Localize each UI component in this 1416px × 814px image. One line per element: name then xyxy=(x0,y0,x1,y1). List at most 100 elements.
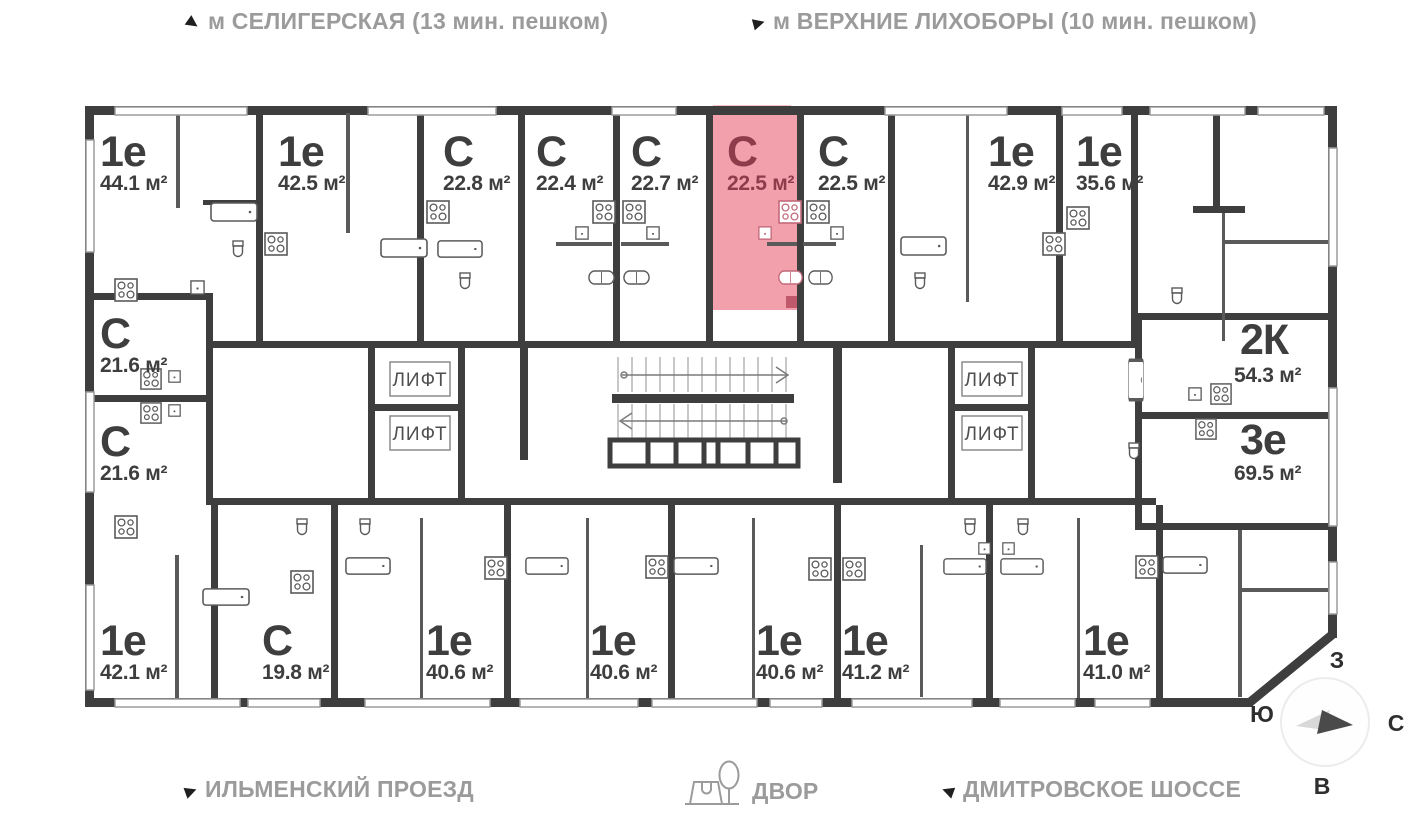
svg-text:22.8 м²: 22.8 м² xyxy=(443,172,510,195)
svg-text:С: С xyxy=(100,418,130,466)
svg-text:41.2 м²: 41.2 м² xyxy=(842,661,909,684)
elevator-shaft-right: ЛИФТ ЛИФТ xyxy=(948,348,1035,498)
street-label-right: ◀ ДМИТРОВСКОЕ ШОССЕ xyxy=(940,776,1241,803)
bathtub-icon xyxy=(380,238,428,258)
svg-text:1е: 1е xyxy=(100,617,146,665)
svg-text:42.9 м²: 42.9 м² xyxy=(988,172,1055,195)
toilet-icon xyxy=(1017,518,1029,536)
unit-3e-69-5[interactable]: 3е 69.5 м² xyxy=(1234,416,1302,485)
street-left-text: ИЛЬМЕНСКИЙ ПРОЕЗД xyxy=(204,776,474,802)
svg-text:С: С xyxy=(443,128,473,176)
unit-s-22-5-selected[interactable]: С 22.5 м² xyxy=(727,128,795,195)
unit-1e-42-1[interactable]: 1е 42.1 м² xyxy=(100,617,168,684)
sink-icon xyxy=(758,226,772,240)
svg-text:С: С xyxy=(100,310,130,358)
svg-text:21.6 м²: 21.6 м² xyxy=(100,354,167,377)
stove-icon xyxy=(645,555,669,579)
sink-icon xyxy=(168,404,181,417)
direction-arrow-icon: ▶ xyxy=(182,780,199,799)
stove-icon xyxy=(1042,232,1066,256)
sink-icon xyxy=(575,226,589,240)
windows xyxy=(85,106,1338,708)
stove-icon xyxy=(778,200,802,224)
compass-needle-icon xyxy=(1317,710,1353,734)
unit-s-22-5[interactable]: С 22.5 м² xyxy=(818,128,886,195)
unit-1e-42-9[interactable]: 1е 42.9 м² xyxy=(988,128,1056,195)
svg-text:1е: 1е xyxy=(590,617,636,665)
sink-icon xyxy=(190,280,205,295)
svg-text:С: С xyxy=(727,128,757,176)
stove-icon xyxy=(1210,383,1232,405)
stove-icon xyxy=(808,557,832,581)
sink-icon xyxy=(978,542,991,555)
svg-text:40.6 м²: 40.6 м² xyxy=(590,661,657,684)
svg-text:1е: 1е xyxy=(988,128,1034,176)
courtyard-text: ДВОР xyxy=(752,777,819,804)
svg-text:44.1 м²: 44.1 м² xyxy=(100,172,167,195)
stove-icon xyxy=(114,278,138,302)
metro-label-left: ▶ м СЕЛИГЕРСКАЯ (13 мин. пешком) xyxy=(184,8,609,35)
elevator-label: ЛИФТ xyxy=(964,370,1019,391)
unit-2k-54-3[interactable]: 2К 54.3 м² xyxy=(1234,316,1302,387)
bathtub-icon xyxy=(588,270,615,285)
unit-s-22-4[interactable]: С 22.4 м² xyxy=(536,128,604,195)
stove-icon xyxy=(592,200,616,224)
outer-wall-right xyxy=(1328,106,1337,638)
toilet-icon xyxy=(232,240,244,258)
outer-wall-diagonal xyxy=(1246,630,1336,707)
elevator-label: ЛИФТ xyxy=(392,370,447,391)
svg-text:69.5 м²: 69.5 м² xyxy=(1234,462,1301,485)
street-right-text: ДМИТРОВСКОЕ ШОССЕ xyxy=(962,776,1241,802)
toilet-icon xyxy=(914,272,926,290)
bathtub-icon xyxy=(778,270,803,285)
metro-label-right: ▶ м ВЕРХНИЕ ЛИХОБОРЫ (10 мин. пешком) xyxy=(751,8,1257,35)
stove-icon xyxy=(114,515,138,539)
unit-1e-40-6-c[interactable]: 1е 40.6 м² xyxy=(756,617,824,684)
svg-text:1е: 1е xyxy=(1076,128,1122,176)
unit-1e-35-6[interactable]: 1е 35.6 м² xyxy=(1076,128,1144,195)
unit-s-21-6-b[interactable]: С 21.6 м² xyxy=(100,418,168,485)
svg-text:22.5 м²: 22.5 м² xyxy=(727,172,794,195)
unit-1e-42-5[interactable]: 1е 42.5 м² xyxy=(278,128,346,195)
courtyard-icon xyxy=(685,760,740,805)
unit-s-21-6-a[interactable]: С 21.6 м² xyxy=(100,310,168,377)
unit-s-19-8[interactable]: С 19.8 м² xyxy=(262,617,330,684)
svg-text:40.6 м²: 40.6 м² xyxy=(426,661,493,684)
unit-1e-44-1[interactable]: 1е 44.1 м² xyxy=(100,128,168,195)
stove-icon xyxy=(1135,555,1159,579)
elevator-label: ЛИФТ xyxy=(964,424,1019,445)
svg-text:40.6 м²: 40.6 м² xyxy=(756,661,823,684)
bathtub-icon xyxy=(437,240,483,258)
unit-s-22-8[interactable]: С 22.8 м² xyxy=(443,128,511,195)
stove-icon xyxy=(842,557,866,581)
bathtub-icon xyxy=(623,270,650,285)
svg-text:3е: 3е xyxy=(1240,416,1286,464)
unit-1e-40-6-b[interactable]: 1е 40.6 м² xyxy=(590,617,658,684)
svg-text:1е: 1е xyxy=(1083,617,1129,665)
direction-arrow-icon: ◀ xyxy=(940,780,957,799)
toilet-icon xyxy=(1128,442,1140,460)
stove-icon xyxy=(622,200,646,224)
unit-1e-41-0[interactable]: 1е 41.0 м² xyxy=(1083,617,1151,684)
courtyard-label: ДВОР xyxy=(682,758,818,810)
unit-1e-40-6-a[interactable]: 1е 40.6 м² xyxy=(426,617,494,684)
compass: З Ю С В xyxy=(1250,647,1404,799)
street-label-left: ▶ ИЛЬМЕНСКИЙ ПРОЕЗД xyxy=(182,776,474,803)
metro-right-text: м ВЕРХНИЕ ЛИХОБОРЫ (10 мин. пешком) xyxy=(772,8,1257,34)
metro-left-text: м СЕЛИГЕРСКАЯ (13 мин. пешком) xyxy=(207,8,609,34)
svg-text:С: С xyxy=(631,128,661,176)
svg-text:19.8 м²: 19.8 м² xyxy=(262,661,329,684)
svg-text:1е: 1е xyxy=(278,128,324,176)
toilet-icon xyxy=(1171,287,1183,305)
unit-1e-41-2[interactable]: 1е 41.2 м² xyxy=(842,617,910,684)
stove-icon xyxy=(290,570,314,594)
bathtub-icon xyxy=(1162,556,1208,574)
bathtub-icon xyxy=(202,588,250,606)
elevator-shaft-left: ЛИФТ ЛИФТ xyxy=(368,348,465,498)
svg-text:22.4 м²: 22.4 м² xyxy=(536,172,603,195)
stove-icon xyxy=(1066,206,1090,230)
unit-s-22-7[interactable]: С 22.7 м² xyxy=(631,128,699,195)
svg-text:42.1 м²: 42.1 м² xyxy=(100,661,167,684)
bathtub-icon xyxy=(1000,558,1044,575)
